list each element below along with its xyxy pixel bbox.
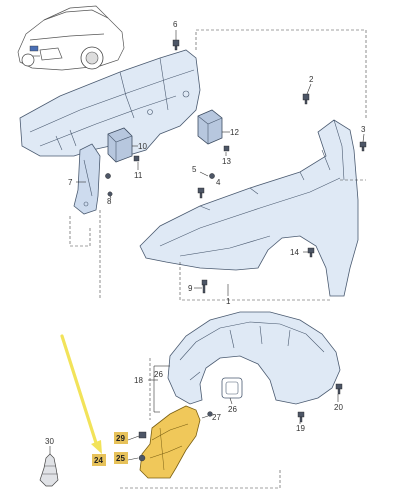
callout-20: 20 <box>334 403 343 412</box>
highlight-arrow <box>60 334 102 454</box>
car-thumbnail <box>17 5 125 71</box>
callout-29: 29 <box>116 434 125 443</box>
callout-25: 25 <box>116 454 125 463</box>
mount-block-10 <box>107 127 133 163</box>
callout-4: 4 <box>216 178 221 187</box>
wheel-arch-liner <box>167 311 341 405</box>
leader-lines <box>49 30 365 461</box>
callout-6: 6 <box>173 20 178 29</box>
lower-liner-section-24 <box>139 405 201 479</box>
highlight-badges <box>92 432 128 466</box>
callout-27: 27 <box>212 413 221 422</box>
callout-10: 10 <box>138 142 147 151</box>
mount-block-12 <box>197 109 223 145</box>
callout-26b: 26 <box>228 405 237 414</box>
callout-5: 5 <box>192 165 197 174</box>
callout-26: 26 <box>154 370 163 379</box>
callout-7: 7 <box>68 178 73 187</box>
callout-24: 24 <box>94 456 103 465</box>
callout-19: 19 <box>296 424 305 433</box>
callout-8: 8 <box>107 197 112 206</box>
callout-11: 11 <box>134 171 143 180</box>
inner-panel-structure <box>19 49 201 157</box>
callout-1: 1 <box>226 297 231 306</box>
fender-panel <box>139 119 359 297</box>
bracket-7 <box>73 143 101 215</box>
callout-30: 30 <box>45 437 54 446</box>
callout-labels: 6 2 3 7 8 10 11 5 4 12 13 14 9 1 18 26 2… <box>45 20 366 465</box>
callout-14: 14 <box>290 248 299 257</box>
fasteners <box>105 39 367 462</box>
callout-3: 3 <box>361 125 366 134</box>
dashed-guides <box>69 29 367 489</box>
callout-12: 12 <box>230 128 239 137</box>
callout-13: 13 <box>222 157 231 166</box>
grommet-30 <box>39 453 59 487</box>
callout-2: 2 <box>309 75 314 84</box>
callout-9: 9 <box>188 284 193 293</box>
callout-18: 18 <box>134 376 143 385</box>
